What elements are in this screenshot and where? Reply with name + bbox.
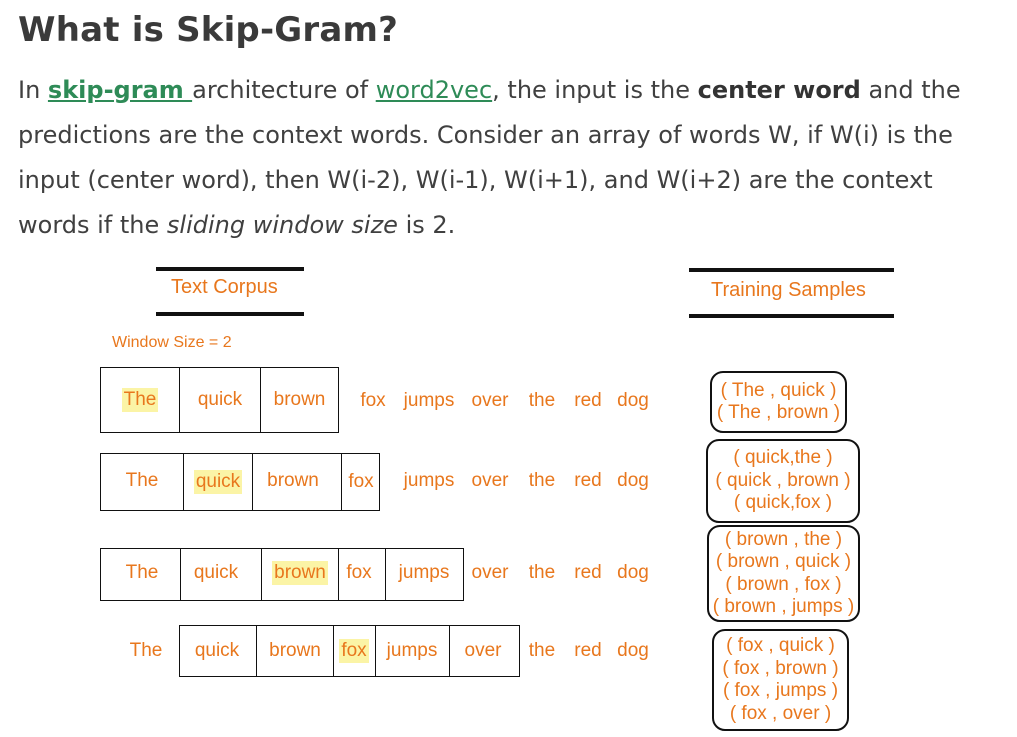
corpus-row-2: quick fox The brown jumps over the red d… [0,447,680,515]
text-corpus-top-rule [156,267,304,271]
window-size-label: Window Size = 2 [112,334,232,351]
paragraph-text: architecture of [192,76,376,104]
center-word: The [121,388,159,412]
context-word: jumps [398,562,450,583]
corpus-word: red [574,640,602,661]
window-divider [385,548,386,601]
corpus-word: red [574,562,602,583]
corpus-word: dog [617,390,649,411]
window-cell: fox [341,453,380,511]
training-sample-box: ( The , quick ) ( The , brown ) [710,371,847,433]
corpus-word: fox [360,390,386,411]
corpus-word: the [528,470,556,491]
window-cell: brown [260,367,339,433]
corpus-word: over [471,470,509,491]
context-word: quick [193,562,239,583]
training-samples-top-rule [689,268,894,272]
center-word: quick [193,470,243,494]
training-pair: ( brown , quick ) [715,551,852,572]
training-pair: ( fox , jumps ) [722,680,839,701]
context-word: brown [267,470,319,491]
window-divider [338,548,339,601]
training-sample-box: ( fox , quick ) ( fox , brown ) ( fox , … [712,629,849,731]
corpus-row-1: The quick brown fox jumps over the red d… [0,367,680,435]
window-cell: quick [183,453,253,511]
window-cell: The [100,367,180,433]
corpus-word: over [471,562,509,583]
paragraph-text: In [18,76,48,104]
text-corpus-heading: Text Corpus [171,276,278,298]
training-pair: ( quick,the ) [733,447,833,469]
corpus-word: dog [617,562,649,583]
text-corpus-bottom-rule [156,312,304,316]
context-word: quick [194,640,240,661]
corpus-word: jumps [403,470,455,491]
training-sample-box: ( quick,the ) ( quick , brown ) ( quick,… [706,439,860,523]
window-divider [256,625,257,677]
window-divider [375,625,376,677]
context-word: The [125,470,159,491]
context-word: brown [273,389,326,410]
corpus-word: The [125,562,159,583]
corpus-word: red [574,390,602,411]
training-pair: ( fox , over ) [729,702,832,724]
training-sample-box: ( brown , the ) ( brown , quick ) ( brow… [707,525,860,622]
center-word-wrap: fox [334,617,374,685]
corpus-word: The [129,640,163,661]
paragraph-text: and the predictions are the context word… [18,76,961,239]
paragraph-text: , the input is the [492,76,698,104]
center-word-bold: center word [697,76,861,104]
corpus-word: dog [617,640,649,661]
context-word: quick [197,389,243,410]
corpus-word: red [574,470,602,491]
training-pair: ( brown , jumps ) [712,596,855,617]
window-divider [261,548,262,601]
corpus-word: jumps [403,390,455,411]
center-word: brown [272,561,328,585]
training-pair: ( The , quick ) [720,379,837,401]
corpus-row-3: The quick brown fox jumps over the red d… [0,539,680,607]
context-word: brown [269,640,321,661]
page-title: What is Skip-Gram? [18,10,399,50]
corpus-word: dog [617,470,649,491]
word2vec-link[interactable]: word2vec [375,76,493,104]
training-pair: ( The , brown ) [716,402,841,423]
context-word: fox [348,471,374,492]
window-divider [333,625,334,677]
skip-gram-link[interactable]: skip-gram [47,76,193,104]
corpus-word: the [528,562,556,583]
context-word: jumps [386,640,438,661]
row-frame [100,453,380,511]
corpus-word: over [471,390,509,411]
training-pair: ( quick,fox ) [733,492,833,514]
training-samples-bottom-rule [689,314,894,318]
corpus-row-4: The quick brown fox jumps over the red d… [0,617,680,685]
center-word: fox [339,639,369,663]
intro-paragraph: In skip-gram architecture of word2vec, t… [18,68,1008,248]
training-pair: ( quick , brown ) [715,469,851,491]
training-pair: ( brown , fox ) [725,573,842,595]
context-word: over [464,640,502,661]
corpus-word: the [528,390,556,411]
row-frame [100,548,464,601]
sliding-window-italic: sliding window size [166,211,398,239]
row-frame [179,625,520,677]
training-samples-heading: Training Samples [711,279,866,301]
corpus-word: the [528,640,556,661]
center-word-wrap: brown [266,539,334,607]
paragraph-text: is 2. [397,211,456,239]
window-cell: quick [179,367,261,433]
training-pair: ( fox , quick ) [726,635,835,656]
window-divider [449,625,450,677]
window-divider [180,548,181,601]
context-word: fox [346,562,372,583]
training-pair: ( brown , the ) [724,528,843,550]
training-pair: ( fox , brown ) [722,657,839,679]
